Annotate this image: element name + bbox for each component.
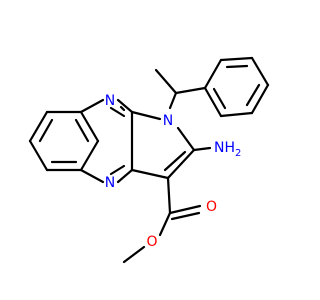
quinoxaline-top-nitrogen-label: N bbox=[105, 93, 115, 109]
structure-canvas: N N N NH2 O O bbox=[28, 56, 270, 264]
methyl-ester-group bbox=[122, 176, 202, 264]
amine-label-subscript: 2 bbox=[235, 148, 241, 159]
amine-label-main: NH bbox=[214, 140, 235, 156]
ester-oxygen-label: O bbox=[146, 234, 157, 250]
phenyl-ring bbox=[203, 56, 270, 118]
carbonyl-oxygen-label: O bbox=[206, 199, 217, 215]
amine-label: NH2 bbox=[214, 140, 241, 159]
quinoxaline-bottom-nitrogen-label: N bbox=[105, 175, 115, 191]
phenylethyl-group bbox=[154, 68, 207, 110]
amine-group bbox=[192, 146, 212, 152]
molecule-diagram: N N N NH2 O O bbox=[28, 56, 270, 264]
pyrrole-nitrogen-label: N bbox=[163, 113, 173, 129]
pyrazine-ring bbox=[79, 98, 134, 184]
pyrrole-ring bbox=[130, 110, 196, 180]
benzene-ring-left bbox=[28, 110, 100, 172]
